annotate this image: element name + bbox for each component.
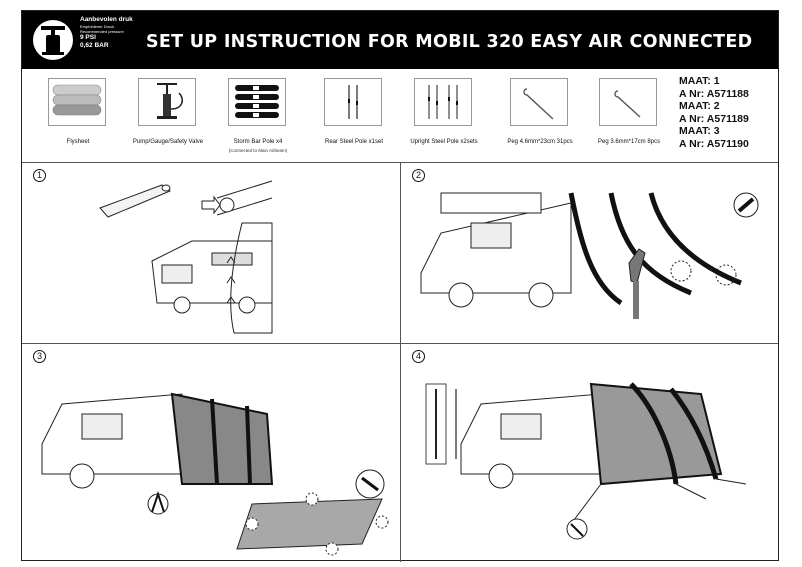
part-label: Peg 3.6mm*17cm 8pcs <box>597 139 661 145</box>
upright-pole-icon <box>414 78 472 126</box>
header-bar: Aanbevolen druk Empfohlener Druck Recomm… <box>22 11 778 69</box>
size-maat-2: MAAT: 2 <box>679 100 720 112</box>
part-label: Flysheet <box>66 139 90 145</box>
size-nr-3: A Nr: A571190 <box>679 137 749 150</box>
step-4-illustration <box>425 382 747 540</box>
storm-bar-icon <box>228 78 286 126</box>
part-label: Storm Bar Pole x4 <box>233 139 283 145</box>
part-label: Upright Steel Pole x2sets <box>410 139 478 145</box>
step-3-panel: 3 <box>22 344 400 562</box>
pump-badge-icon <box>32 17 74 63</box>
step-4-panel: 4 <box>401 344 779 562</box>
pressure-psi: 9 PSI <box>80 34 96 41</box>
step-number: 3 <box>33 350 46 363</box>
pressure-bar: 0,62 BAR <box>80 42 109 49</box>
peg-large-icon <box>510 78 568 126</box>
pressure-line1: Aanbevolen druk <box>80 16 133 23</box>
size-nr-2: A Nr: A571189 <box>679 112 749 125</box>
pump-icon <box>138 78 196 126</box>
instruction-sheet: Aanbevolen druk Empfohlener Druck Recomm… <box>21 10 779 562</box>
step-2-panel: 2 <box>401 163 779 343</box>
size-nr-1: A Nr: A571188 <box>679 87 749 100</box>
rear-pole-icon <box>324 78 382 126</box>
step-number: 1 <box>33 169 46 182</box>
flysheet-icon <box>48 78 106 126</box>
parts-list: Flysheet Pump/Gauge/Safety Valve <box>22 69 778 162</box>
pressure-line2: Empfohlener Druck <box>80 24 115 29</box>
page-title: SET UP INSTRUCTION FOR MOBIL 320 EASY AI… <box>146 32 753 52</box>
size-list: MAAT: 1 A Nr: A571188 MAAT: 2 A Nr: A571… <box>679 75 749 150</box>
step-3-illustration <box>41 392 389 556</box>
step-number: 4 <box>412 350 425 363</box>
divider <box>400 162 401 562</box>
size-maat-3: MAAT: 3 <box>679 125 720 137</box>
peg-small-icon <box>599 78 657 126</box>
part-label: Rear Steel Pole x1set <box>324 139 384 145</box>
pressure-info: Aanbevolen druk Empfohlener Druck Recomm… <box>80 16 133 50</box>
step-1-illustration <box>99 180 273 334</box>
size-maat-1: MAAT: 1 <box>679 75 720 87</box>
part-label: Pump/Gauge/Safety Valve <box>132 139 204 145</box>
step-2-illustration <box>420 192 759 319</box>
pressure-line3: Recommended pressure <box>80 29 124 34</box>
step-number: 2 <box>412 169 425 182</box>
part-sublabel: (Connected to Main Airbeam) <box>228 148 288 153</box>
step-1-panel: 1 <box>22 163 400 343</box>
part-label: Peg 4.6mm*23cm 31pcs <box>507 139 573 145</box>
